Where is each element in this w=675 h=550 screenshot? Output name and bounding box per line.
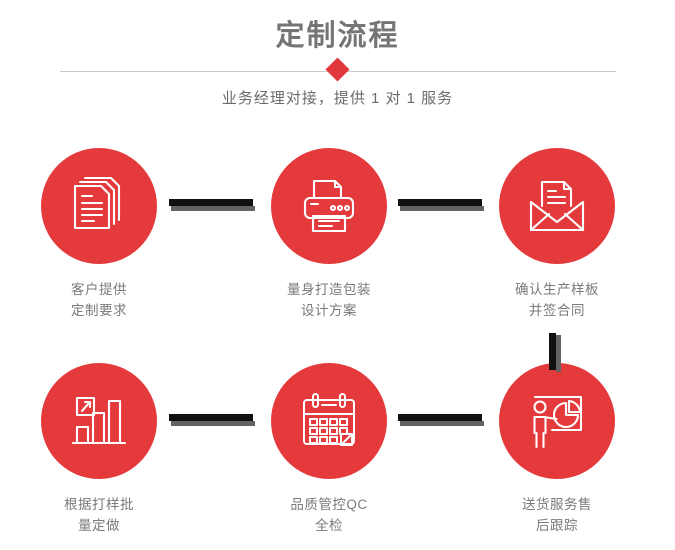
step-4-circle	[41, 363, 157, 479]
connector-bar	[549, 333, 556, 370]
step-2-label-line2: 设计方案	[301, 303, 357, 318]
step-6: 送货服务售 后跟踪	[467, 363, 647, 536]
page-title: 定制流程	[275, 20, 400, 52]
connector-shadow	[171, 421, 255, 426]
step-1-label: 客户提供 定制要求	[9, 279, 189, 321]
step-5-label-line2: 全检	[315, 518, 343, 533]
step-2: 量身打造包装 设计方案	[239, 148, 419, 321]
calendar-icon-circle	[271, 363, 387, 479]
calendar-icon	[297, 389, 361, 453]
step-6-label-line1: 送货服务售	[522, 497, 592, 512]
step-4-label-line2: 量定做	[78, 518, 120, 533]
presentation-pie-chart-icon	[525, 389, 589, 453]
bar-chart-growth-icon	[67, 389, 131, 453]
header: 定制流程 业务经理对接，提供 1 对 1 服务	[0, 0, 675, 130]
connector-bar	[398, 199, 482, 206]
connector-shadow	[171, 206, 255, 211]
connector-shadow	[556, 335, 561, 372]
step-6-label: 送货服务售 后跟踪	[467, 494, 647, 536]
connector-shadow	[400, 421, 484, 426]
step-6-circle	[499, 363, 615, 479]
step-4-label: 根据打样批 量定做	[9, 494, 189, 536]
page-subtitle: 业务经理对接，提供 1 对 1 服务	[221, 90, 454, 107]
printer-icon	[297, 174, 361, 238]
step-5: 品质管控QC 全检	[239, 363, 419, 536]
step-2-circle	[271, 148, 387, 264]
step-3-label-line2: 并签合同	[529, 303, 585, 318]
step-1: 客户提供 定制要求	[9, 148, 189, 321]
connector-bar	[169, 414, 253, 421]
connector-bar	[398, 414, 482, 421]
connector-bar	[169, 199, 253, 206]
steps-container: 客户提供 定制要求 量身打造包装	[0, 148, 675, 550]
step-3-label: 确认生产样板 并签合同	[467, 279, 647, 321]
step-5-label: 品质管控QC 全检	[239, 494, 419, 536]
connector-2-to-3	[398, 199, 484, 211]
step-3: 确认生产样板 并签合同	[467, 148, 647, 321]
connector-5-to-6	[398, 414, 484, 426]
connector-4-to-5	[169, 414, 255, 426]
step-2-label-line1: 量身打造包装	[287, 282, 371, 297]
step-6-label-line2: 后跟踪	[536, 518, 578, 533]
step-3-circle	[499, 148, 615, 264]
step-3-label-line1: 确认生产样板	[515, 282, 599, 297]
diamond-icon	[325, 57, 350, 82]
step-5-label-line1: 品质管控QC	[290, 497, 368, 512]
step-4: 根据打样批 量定做	[9, 363, 189, 536]
connector-3-to-6	[549, 333, 561, 372]
connector-shadow	[400, 206, 484, 211]
connector-1-to-2	[169, 199, 255, 211]
envelope-document-icon	[525, 174, 589, 238]
documents-stack-icon	[67, 174, 131, 238]
step-1-label-line1: 客户提供	[71, 282, 127, 297]
step-1-circle	[41, 148, 157, 264]
step-4-label-line1: 根据打样批	[64, 497, 134, 512]
step-1-label-line2: 定制要求	[71, 303, 127, 318]
title-divider	[60, 57, 616, 82]
step-2-label: 量身打造包装 设计方案	[239, 279, 419, 321]
